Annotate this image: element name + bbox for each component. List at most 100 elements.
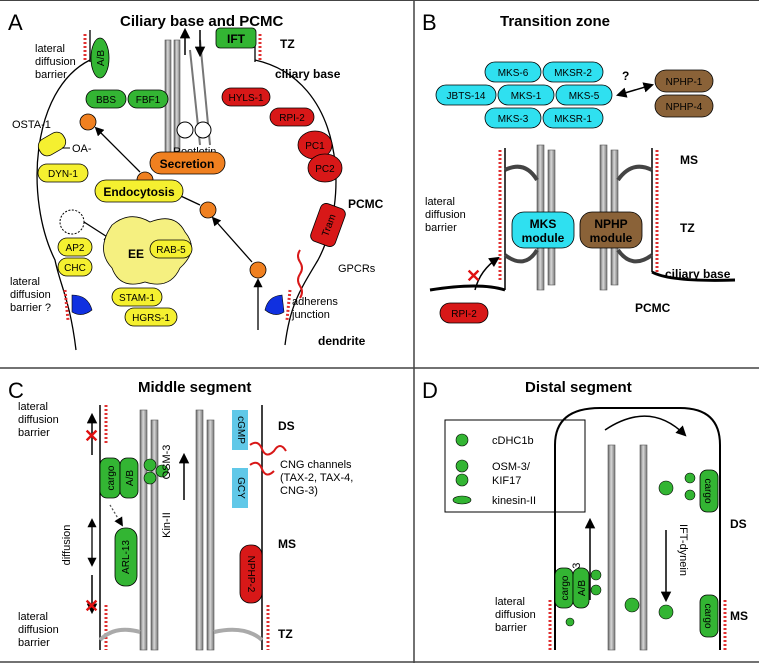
barrier-b-1: lateral: [425, 196, 455, 208]
nphp-module: [579, 211, 643, 249]
pc2-protein: [307, 153, 343, 183]
tz-label-c: TZ: [278, 627, 293, 641]
c-barrier-top-3: barrier: [18, 427, 50, 439]
dendrite-label: dendrite: [318, 334, 366, 348]
rootletin-loop-2: [194, 121, 212, 139]
ift-box: [215, 27, 257, 49]
nphp-module-line1: NPHP: [594, 217, 627, 231]
panel-b: B Transition zone MKS-6 MKSR-2 JBTS-14 M…: [422, 10, 736, 324]
pc2-label: PC2: [315, 164, 335, 175]
nphp4-protein: [654, 94, 714, 118]
osta1-label: OSTA-1: [12, 119, 51, 131]
c-barrier-bot-3: barrier: [18, 637, 50, 649]
hgrs1-protein: [124, 307, 178, 327]
mks1-protein: [497, 84, 555, 106]
barrier-bottom-3: barrier ?: [10, 302, 51, 314]
c-barrier-top-2: diffusion: [18, 414, 59, 426]
panel-a-letter: A: [8, 10, 23, 35]
cargo-d-label: cargo: [560, 575, 571, 600]
ab-label: A/B: [96, 50, 107, 66]
ab-c: [119, 457, 139, 499]
ap2-label: AP2: [66, 243, 85, 254]
cargo-d-bot-label: cargo: [702, 603, 713, 628]
rpi2-label: RPI-2: [279, 113, 305, 124]
secretion-box: [149, 151, 226, 175]
mks1-label: MKS-1: [511, 91, 542, 102]
panel-d-letter: D: [422, 378, 438, 403]
d-barrier-2: diffusion: [495, 609, 536, 621]
cargo-d-top-label: cargo: [702, 478, 713, 503]
ms-label-b: MS: [680, 153, 698, 167]
dyn1-protein: [37, 163, 89, 183]
panel-c-letter: C: [8, 378, 24, 403]
d-barrier-1: lateral: [495, 596, 525, 608]
nphp2-label: NPHP-2: [245, 556, 256, 593]
cng-label-2: (TAX-2, TAX-4,: [280, 472, 353, 484]
barrier-bottom-2: diffusion: [10, 289, 51, 301]
ap2-protein: [57, 237, 93, 257]
ds-label-c: DS: [278, 419, 295, 433]
ift-label: IFT: [227, 32, 246, 46]
jbts14-label: JBTS-14: [447, 91, 486, 102]
mks-module-line1: MKS: [530, 217, 557, 231]
vesicle: [249, 261, 267, 279]
rab5-label: RAB-5: [156, 245, 186, 256]
barrier-bottom-1: lateral: [10, 276, 40, 288]
chc-label: CHC: [64, 263, 86, 274]
tram-protein: [310, 203, 346, 247]
mksr2-label: MKSR-2: [554, 68, 592, 79]
legend-osm3: OSM-3/: [492, 461, 531, 473]
ciliary-base-b: ciliary base: [665, 267, 731, 281]
d-barrier-3: barrier: [495, 622, 527, 634]
block-x: ✕: [466, 266, 481, 286]
bbs-label: BBS: [96, 95, 116, 106]
vesicle: [79, 113, 97, 131]
mks5-label: MKS-5: [569, 91, 600, 102]
mks6-protein: [484, 61, 542, 83]
ms-label-d: MS: [730, 609, 748, 623]
gcy-box: [232, 468, 248, 508]
nphp-module-line2: module: [590, 231, 633, 245]
mks3-label: MKS-3: [498, 114, 529, 125]
question-mark: ?: [622, 69, 629, 83]
stam1-label: STAM-1: [119, 293, 155, 304]
endocytosis-label: Endocytosis: [103, 185, 175, 199]
panel-d-title: Distal segment: [525, 379, 632, 396]
barrier-label-1: lateral: [35, 43, 65, 55]
osm3-c-label: OSM-3: [161, 445, 173, 480]
panel-c: C Middle segment lateral diffusion barri…: [8, 378, 353, 651]
osta1-protein: [37, 131, 67, 157]
mks-module-line2: module: [522, 231, 565, 245]
ab-complex: [90, 37, 110, 79]
mks3-protein: [484, 107, 542, 129]
rpi2-protein: [269, 107, 315, 127]
cargo-d-bot: [699, 594, 719, 638]
tz-label-b: TZ: [680, 221, 695, 235]
coated-pit: [59, 209, 85, 235]
hyls1-label: HYLS-1: [228, 93, 263, 104]
endocytosis-box: [94, 179, 184, 203]
cargo-c-label: cargo: [106, 465, 117, 490]
c-barrier-top-1: lateral: [18, 401, 48, 413]
legend-kif17: KIF17: [492, 475, 521, 487]
barrier-label-3: barrier: [35, 69, 67, 81]
adherens-right: [264, 294, 285, 315]
mks5-protein: [555, 84, 613, 106]
nphp1-label: NPHP-1: [666, 77, 703, 88]
cgmp-box: [232, 410, 248, 450]
rpi2-b-label: RPI-2: [451, 309, 477, 320]
barrier-b-2: diffusion: [425, 209, 466, 221]
panel-d: D Distal segment cDHC1b OSM-3/ KIF17 kin…: [422, 378, 748, 651]
interaction-arrow: [615, 82, 655, 98]
gcy-label: GCY: [235, 477, 246, 499]
c-block-x-bot: ✕: [84, 596, 99, 616]
jbts14-protein: [435, 84, 497, 106]
barrier-label-2: diffusion: [35, 56, 76, 68]
panel-b-letter: B: [422, 10, 437, 35]
legend-box: [444, 419, 586, 513]
hgrs1-label: HGRS-1: [132, 313, 170, 324]
fbf1-protein: [127, 89, 169, 109]
kin2-label: Kin-II: [161, 512, 173, 538]
mks6-label: MKS-6: [498, 68, 529, 79]
arl13-protein: [114, 527, 138, 587]
